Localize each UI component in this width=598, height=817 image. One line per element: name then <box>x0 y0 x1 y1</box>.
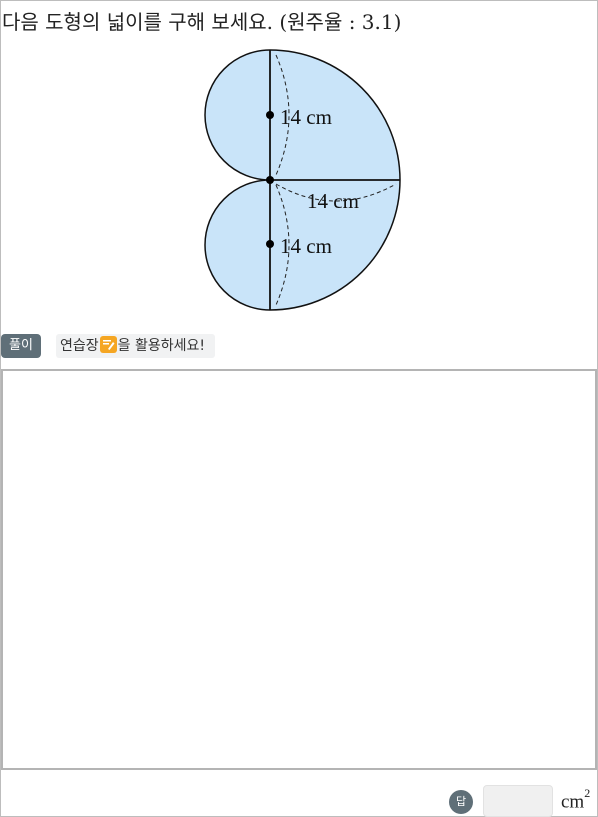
answer-input[interactable] <box>483 785 553 817</box>
hint-suffix: 을 활용하세요! <box>117 338 205 354</box>
answer-unit: cm2 <box>561 786 591 813</box>
answer-badge: 답 <box>449 790 473 814</box>
practice-canvas[interactable] <box>1 369 597 770</box>
shape-figure: 14 cm 14 cm 14 cm <box>204 49 401 311</box>
center-dot-middle <box>266 176 274 184</box>
question-text: 다음 도형의 넓이를 구해 보세요. (원주율 : 3.1) <box>2 10 402 34</box>
answer-row: 답 cm2 <box>0 785 598 817</box>
practice-hint: 연습장 을 활용하세요! <box>56 334 215 358</box>
label-top: 14 cm <box>280 105 332 129</box>
label-right: 14 cm <box>307 189 359 213</box>
pencil-icon[interactable] <box>99 336 117 353</box>
dashed-arc-right <box>275 183 397 202</box>
hint-prefix: 연습장 <box>60 338 99 354</box>
label-bottom: 14 cm <box>280 234 332 258</box>
unit-power: 2 <box>584 786 591 800</box>
solve-button[interactable]: 풀이 <box>1 334 41 358</box>
center-dot-top <box>266 111 274 119</box>
unit-base: cm <box>561 791 585 813</box>
dashed-arc-bottom <box>275 184 290 306</box>
dashed-arc-top <box>275 54 290 176</box>
center-dot-bottom <box>266 240 274 248</box>
